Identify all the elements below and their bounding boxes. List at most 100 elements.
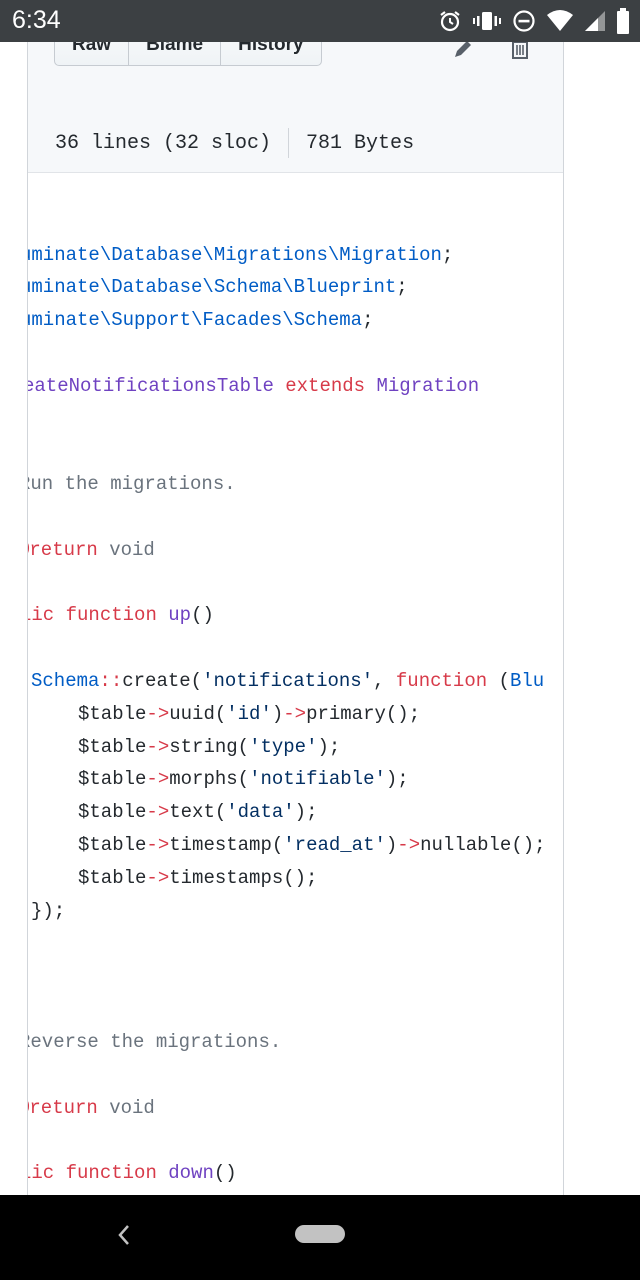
code-token: 'type' — [249, 736, 318, 758]
code-token: uuid( — [169, 703, 227, 725]
code-token: -> — [146, 834, 170, 856]
code-token: string( — [169, 736, 250, 758]
history-button[interactable]: History — [238, 42, 304, 55]
code-line-function-down: lic function down() — [28, 1157, 237, 1189]
code-token: }); — [31, 900, 66, 922]
code-token: timestamp( — [169, 834, 284, 856]
navigation-bar — [0, 1195, 640, 1280]
code-token: ); — [317, 736, 341, 758]
code-token: uminate\Database\Migrations\Migration — [28, 244, 442, 266]
code-token: eateNotificationsTable — [28, 375, 274, 397]
code-token: down — [168, 1162, 214, 1184]
code-token: $table — [78, 703, 147, 725]
blame-button[interactable]: Blame — [129, 42, 222, 65]
code-line-comment-reverse: Reverse the migrations. — [28, 1026, 281, 1058]
code-token: $table — [78, 834, 147, 856]
code-token: morphs( — [169, 768, 250, 790]
code-token: primary(); — [306, 703, 421, 725]
code-token: Migration — [376, 375, 480, 397]
code-token: void — [97, 539, 155, 561]
code-token: $table — [78, 801, 147, 823]
raw-button[interactable]: Raw — [55, 42, 130, 65]
trash-icon[interactable] — [510, 42, 530, 60]
code-token: -> — [146, 736, 170, 758]
code-token: @return — [28, 539, 98, 561]
code-token: 'data' — [226, 801, 295, 823]
code-line-comment-run: Run the migrations. — [28, 468, 236, 500]
code-token — [54, 604, 65, 626]
code-line-comment-return-up: @return void — [28, 534, 155, 566]
file-size: 781 Bytes — [306, 131, 415, 155]
do-not-disturb-icon — [513, 10, 535, 32]
lines-info: 36 lines (32 sloc) — [55, 131, 272, 155]
code-token: function — [65, 1162, 157, 1184]
alarm-icon — [440, 11, 460, 32]
code-token: :: — [99, 670, 123, 692]
code-token: -> — [283, 703, 307, 725]
status-time: 6:34 — [12, 6, 61, 34]
code-token: , — [373, 670, 396, 692]
code-token: @return — [28, 1097, 98, 1119]
code-token: () — [213, 1162, 237, 1184]
code-token — [365, 375, 376, 397]
code-line-table-morphs: $table->morphs('notifiable'); — [78, 763, 409, 795]
code-token: Reverse the migrations. — [28, 1031, 282, 1053]
code-token: () — [191, 604, 214, 626]
status-icons — [438, 7, 630, 35]
wifi-icon — [547, 10, 573, 31]
code-token: ( — [487, 670, 510, 692]
code-token: ); — [294, 801, 318, 823]
code-token: ; — [362, 309, 374, 331]
code-view: uminate\Database\Migrations\Migration;um… — [28, 172, 563, 1195]
code-token: void — [97, 1097, 155, 1119]
code-token: uminate\Support\Facades\Schema — [28, 309, 363, 331]
file-action-buttons: Raw Blame History — [54, 42, 322, 66]
code-token: uminate\Database\Schema\Blueprint — [28, 276, 397, 298]
code-token: -> — [146, 768, 170, 790]
code-line-use-blueprint: uminate\Database\Schema\Blueprint; — [28, 271, 408, 303]
home-button[interactable] — [295, 1225, 345, 1243]
code-token: lic — [28, 1162, 55, 1184]
code-token: timestamps(); — [169, 867, 318, 889]
code-token: ) — [385, 834, 398, 856]
file-header: Raw Blame History 36 lines (32 sloc) 781… — [28, 42, 563, 173]
code-token: text( — [169, 801, 227, 823]
code-token: $table — [78, 867, 147, 889]
code-token: nullable(); — [420, 834, 546, 856]
code-line-table-string: $table->string('type'); — [78, 731, 340, 763]
vibrate-icon — [473, 12, 501, 30]
code-line-use-migration: uminate\Database\Migrations\Migration; — [28, 239, 453, 271]
code-token: -> — [146, 867, 170, 889]
code-line-closure-end: }); — [31, 895, 65, 927]
back-icon[interactable] — [112, 1220, 136, 1250]
code-line-class-declaration: eateNotificationsTable extends Migration — [28, 370, 479, 402]
code-token: function — [395, 670, 488, 692]
file-box: Raw Blame History 36 lines (32 sloc) 781… — [27, 42, 564, 1195]
code-token: Schema — [31, 670, 100, 692]
code-token: $table — [78, 768, 147, 790]
file-info: 36 lines (32 sloc) 781 Bytes — [55, 128, 414, 158]
code-token: -> — [397, 834, 421, 856]
pencil-icon[interactable] — [452, 42, 476, 60]
code-token: lic — [28, 604, 55, 626]
code-token: -> — [146, 703, 170, 725]
code-token: $table — [78, 736, 147, 758]
code-token: Blu — [509, 670, 545, 692]
code-token: 'notifications' — [202, 670, 374, 692]
code-token: ) — [271, 703, 284, 725]
code-line-table-uuid: $table->uuid('id')->primary(); — [78, 698, 420, 730]
code-line-table-text: $table->text('data'); — [78, 796, 317, 828]
signal-icon — [585, 11, 605, 31]
code-token: ; — [396, 276, 408, 298]
code-line-function-up: lic function up() — [28, 599, 214, 631]
code-token — [157, 1162, 168, 1184]
status-bar: 6:34 — [0, 0, 640, 42]
code-token: extends — [285, 375, 366, 397]
code-token: ; — [441, 244, 454, 266]
code-token — [157, 604, 168, 626]
code-token — [54, 1162, 65, 1184]
code-token: up — [168, 604, 192, 626]
info-divider — [288, 128, 290, 158]
code-token: 'read_at' — [283, 834, 386, 856]
code-line-table-timestamps: $table->timestamps(); — [78, 862, 317, 894]
